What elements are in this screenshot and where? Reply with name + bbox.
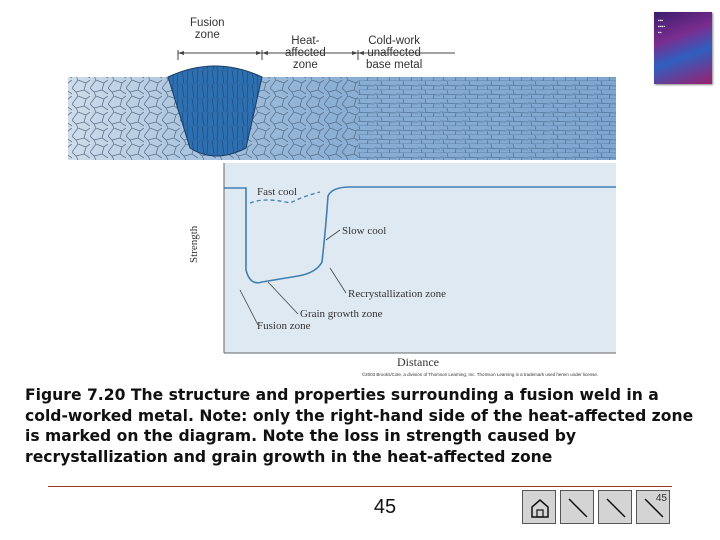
book-cover-image: ▪▪▪▪▪▪▪▪▪: [654, 12, 712, 84]
grain-growth-label: Grain growth zone: [300, 308, 383, 320]
last-page-icon: [644, 498, 664, 518]
last-page-button[interactable]: 45: [636, 490, 670, 524]
home-icon: [531, 499, 549, 518]
fast-cool-label: Fast cool: [257, 186, 298, 198]
zone-bracket: [177, 50, 455, 60]
back-icon: [606, 498, 626, 518]
book-cover-text: ▪▪▪▪▪▪▪▪▪: [658, 18, 666, 36]
fast-cool-curve: [249, 191, 321, 204]
page-number: 45: [373, 496, 397, 518]
leader-lines: [239, 229, 347, 326]
back-button[interactable]: [598, 490, 632, 524]
slow-cool-label: Slow cool: [342, 225, 387, 237]
copyright-notice: ©2003 Brooks/Cole, a division of Thomson…: [361, 372, 599, 377]
weld-diagram: [68, 50, 616, 354]
slow-cool-curve: [224, 186, 616, 284]
home-button[interactable]: [522, 490, 556, 524]
strength-graph: [223, 163, 616, 354]
heat-affected-zone-label: Heat- affected zone: [285, 35, 326, 71]
cold-work-label: Cold-work unaffected base metal: [366, 35, 423, 71]
fusion-zone-label: Fusion zone: [190, 17, 225, 41]
fusion-zone-graph-label: Fusion zone: [257, 320, 311, 332]
recrystallization-label: Recrystallization zone: [348, 288, 447, 300]
footer-divider: [48, 486, 672, 487]
first-page-button[interactable]: [560, 490, 594, 524]
bracket-arrows: [178, 51, 364, 55]
figure-caption: Figure 7.20 The structure and properties…: [25, 386, 694, 466]
first-page-icon: [568, 498, 588, 518]
graph-xlabel: Distance: [397, 355, 439, 369]
graph-ylabel: Strength: [188, 225, 200, 263]
plate: [68, 65, 616, 160]
nav-page-number: 45: [655, 493, 667, 504]
